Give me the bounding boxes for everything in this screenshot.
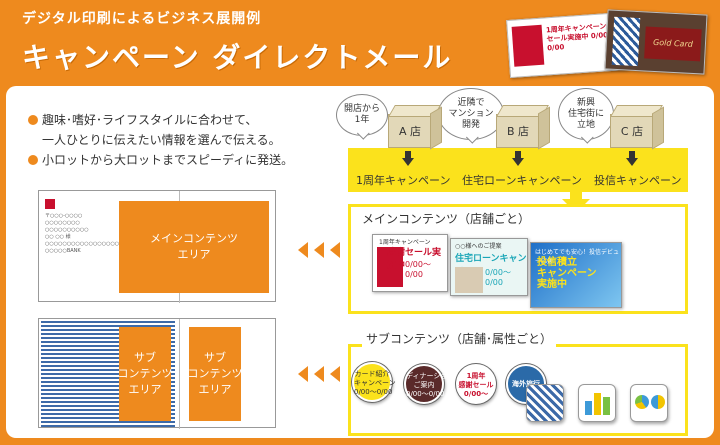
dm-layout-front: 〒○○○-○○○○ ○○○○○○○○ ○○○○○○○○○○ ○○ ○○ 様 ○○… bbox=[38, 190, 276, 303]
store-c-box: C 店 bbox=[610, 114, 654, 148]
bullet-item: 趣味･嗜好･ライフスタイルに合わせて、 bbox=[28, 110, 293, 130]
sub-contents-area: サブ コンテンツ エリア bbox=[188, 327, 243, 421]
circle-card-campaign: カード紹介 キャンペーン 0/00～0/00 bbox=[352, 362, 396, 402]
sub-contents-label: サブコンテンツ（店舗･属性ごと） bbox=[362, 330, 557, 347]
gold-card-label: Gold Card bbox=[644, 26, 702, 62]
fold-line bbox=[179, 319, 180, 429]
left-arrow-icon bbox=[298, 242, 308, 258]
pie-icon bbox=[635, 395, 649, 409]
leaflet-small-text: はじめてでも安心！投信デビュー応援 bbox=[535, 249, 620, 265]
store-b-box: B 店 bbox=[496, 114, 540, 148]
bullet-continuation: 一人ひとりに伝えたい情報を選んで伝える。 bbox=[42, 133, 281, 147]
circle-thanks-sale: 1周年 感謝セール 0/00～ bbox=[456, 364, 496, 404]
campaign-c-label: 投信キャンペーン bbox=[594, 174, 682, 187]
left-arrow-icon bbox=[314, 242, 324, 258]
circle-dinner-show: ディナーショー ご案内 0/00～0/00 bbox=[404, 364, 454, 404]
left-arrow-icon bbox=[330, 242, 340, 258]
gift-ribbon-icon bbox=[511, 24, 545, 67]
down-arrow-icon bbox=[512, 151, 524, 167]
leaflet-anniversary: 1周年キャンペーン 感謝セール実施中 0/00～0/00 bbox=[372, 234, 448, 292]
store-a-box: A 店 bbox=[388, 114, 432, 148]
interior-photo-icon bbox=[455, 267, 483, 293]
main-contents-label: メインコンテンツ（店舗ごと） bbox=[362, 212, 531, 226]
dm-layout-back: サブ コンテンツ エリア サブ コンテンツ エリア bbox=[38, 318, 276, 429]
down-arrow-icon bbox=[402, 151, 414, 167]
logo-mark-icon bbox=[45, 199, 55, 209]
left-arrow-icon bbox=[298, 366, 308, 382]
gift-ribbon-icon bbox=[377, 247, 403, 287]
campaign-a-label: 1周年キャンペーン bbox=[356, 174, 451, 187]
sample-thumbnails: 1周年キャンペーン 感謝セール実施中 0/00～0/00 Gold Card bbox=[506, 6, 713, 82]
pie-icon bbox=[651, 395, 665, 409]
leaflet-date: 0/00～0/00 bbox=[485, 268, 511, 287]
leaflet-headline: 投信積立 キャンペーン 実施中 bbox=[537, 257, 597, 290]
pattern-tile-icon bbox=[526, 384, 564, 422]
bar-icon bbox=[603, 397, 610, 415]
bar-icon bbox=[594, 393, 601, 415]
bar-icon bbox=[585, 401, 592, 415]
page-title: キャンペーン ダイレクトメール bbox=[22, 41, 453, 74]
down-arrow-icon bbox=[626, 151, 638, 167]
leaflet-housing-loan: ○○様へのご提案 住宅ローンキャンペーン 0/00～0/00 bbox=[450, 238, 528, 296]
left-arrow-icon bbox=[314, 366, 324, 382]
bar-graph-tile-icon bbox=[578, 384, 616, 422]
left-arrow-icon bbox=[330, 366, 340, 382]
thumbnail-gold-card: Gold Card bbox=[604, 9, 708, 75]
pie-chart-tile-icon bbox=[630, 384, 668, 422]
page-subtitle: デジタル印刷によるビジネス展開例 bbox=[22, 11, 262, 27]
sub-contents-area: サブ コンテンツ エリア bbox=[118, 327, 173, 421]
store-a-bubble: 開店から 1年 bbox=[336, 94, 388, 136]
leaflet-headline: 感謝セール実施中 bbox=[387, 248, 442, 271]
leaflet-investment: はじめてでも安心！投信デビュー応援 投信積立 キャンペーン 実施中 bbox=[530, 242, 622, 308]
address-block: 〒○○○-○○○○ ○○○○○○○○ ○○○○○○○○○○ ○○ ○○ 様 ○○… bbox=[45, 213, 120, 254]
bullet-item: 小ロットから大ロットまでスピーディに発送。 bbox=[28, 150, 293, 170]
stripe-pattern-icon bbox=[611, 16, 641, 67]
leaflet-small-text: ○○様へのご提案 bbox=[455, 243, 502, 250]
campaign-b-label: 住宅ローンキャンペーン bbox=[462, 174, 582, 187]
main-contents-area: メインコンテンツ エリア bbox=[119, 201, 269, 293]
store-b-bubble: 近隣で マンション 開発 bbox=[438, 88, 504, 140]
leaflet-date: 0/00～0/00 bbox=[405, 260, 431, 279]
store-c-bubble: 新興 住宅街に 立地 bbox=[558, 88, 614, 140]
leaflet-small-text: 1周年キャンペーン bbox=[379, 239, 431, 246]
bullet-list: 趣味･嗜好･ライフスタイルに合わせて、 一人ひとりに伝えたい情報を選んで伝える。… bbox=[28, 110, 293, 170]
